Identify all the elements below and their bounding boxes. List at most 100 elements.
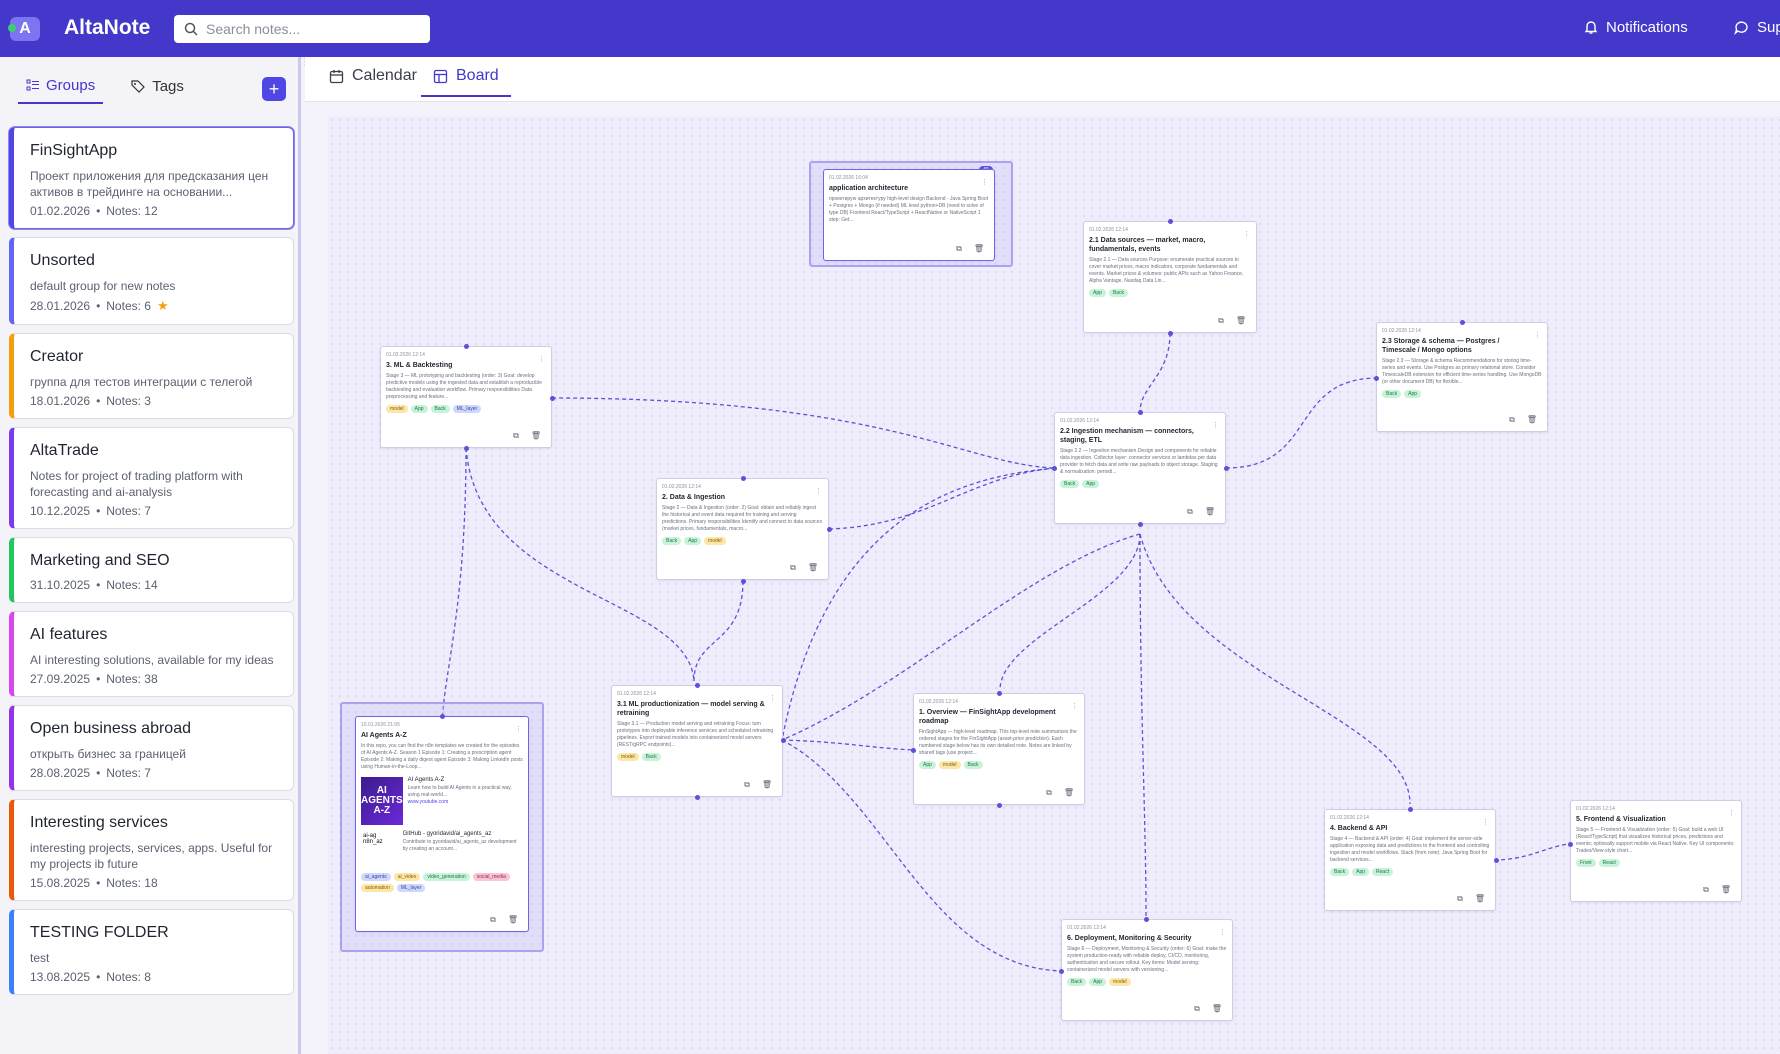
tag-badge[interactable]: ML_layer	[396, 884, 426, 892]
copy-icon[interactable]: ⧉	[790, 563, 796, 572]
drag-handle-icon[interactable]: ⋮	[1219, 929, 1226, 936]
copy-icon[interactable]: ⧉	[1457, 894, 1463, 903]
copy-icon[interactable]: ⧉	[956, 244, 962, 253]
connection-port[interactable]	[1144, 917, 1149, 922]
note-card-ingestion[interactable]: 01.02.2026 12:14 2.2 Ingestion mechanism…	[1054, 412, 1226, 524]
drag-handle-icon[interactable]: ⋮	[538, 356, 545, 363]
link-preview[interactable]: ai-ag n8n_az GitHub - gyoridavid/ai_agen…	[361, 831, 523, 869]
tag-badge[interactable]: automation	[361, 884, 394, 892]
connection-port[interactable]	[695, 795, 700, 800]
connection-port[interactable]	[464, 344, 469, 349]
connection-port[interactable]	[1059, 969, 1064, 974]
note-card-architecture[interactable]: 01.02.2026 16:04 application architectur…	[823, 169, 995, 261]
link-preview[interactable]: AI AGENTS A-Z AI Agents A-Z Learn how to…	[361, 777, 523, 825]
group-item-finsightapp[interactable]: FinSightApp Проект приложения для предск…	[9, 127, 294, 229]
note-card-overview[interactable]: 01.02.2026 12:14 1. Overview — FinSightA…	[913, 693, 1085, 805]
app-name[interactable]: AltaNote	[64, 16, 151, 39]
tag-badge[interactable]: App	[1089, 289, 1106, 297]
connection-port[interactable]	[464, 446, 469, 451]
group-item-ai-features[interactable]: AI features AI interesting solutions, av…	[9, 611, 294, 697]
tag-badge[interactable]: React	[1372, 868, 1394, 876]
copy-icon[interactable]: ⧉	[1509, 415, 1515, 424]
tag-badge[interactable]: Back	[430, 405, 450, 413]
tag-badge[interactable]: App	[684, 537, 702, 545]
note-card-backend-api[interactable]: 01.02.2026 12:14 4. Backend & API Stage …	[1324, 809, 1496, 911]
trash-icon[interactable]: 🗑	[1211, 1004, 1222, 1013]
connection-port[interactable]	[695, 683, 700, 688]
connection-port[interactable]	[1408, 807, 1413, 812]
app-logo[interactable]: A	[8, 17, 40, 41]
connection-port[interactable]	[1224, 466, 1229, 471]
drag-handle-icon[interactable]: ⋮	[769, 695, 776, 702]
tag-badge[interactable]: ai_agents	[361, 873, 391, 881]
copy-icon[interactable]: ⧉	[1194, 1004, 1200, 1013]
note-card-ai-agents[interactable]: 10.01.2026 21:05 AI Agents A-Z In this r…	[355, 716, 529, 932]
connection-port[interactable]	[1374, 376, 1379, 381]
copy-icon[interactable]: ⧉	[1703, 885, 1709, 894]
copy-icon[interactable]: ⧉	[490, 915, 496, 924]
note-card-data-sources[interactable]: 01.02.2026 12:14 2.1 Data sources — mark…	[1083, 221, 1257, 333]
search-box[interactable]	[174, 15, 430, 43]
group-item-interesting-services[interactable]: Interesting services interesting project…	[9, 799, 294, 901]
copy-icon[interactable]: ⧉	[744, 780, 750, 789]
tag-badge[interactable]: Back	[1382, 390, 1402, 398]
connection-port[interactable]	[741, 476, 746, 481]
tag-badge[interactable]: ai_video	[393, 873, 421, 881]
copy-icon[interactable]: ⧉	[513, 431, 519, 440]
group-item-unsorted[interactable]: Unsorted default group for new notes 28.…	[9, 237, 294, 325]
add-group-button[interactable]: +	[262, 77, 286, 101]
tag-badge[interactable]: Front	[1576, 859, 1596, 867]
tab-tags[interactable]: Tags	[123, 71, 192, 104]
group-item-altatrade[interactable]: AltaTrade Notes for project of trading p…	[9, 427, 294, 529]
connection-port[interactable]	[1460, 320, 1465, 325]
connection-port[interactable]	[781, 738, 786, 743]
board-canvas[interactable]: 40 01.02.2026 16:04 application architec…	[328, 116, 1780, 1054]
note-card-storage[interactable]: 01.02.2026 12:14 2.3 Storage & schema — …	[1376, 322, 1548, 432]
drag-handle-icon[interactable]: ⋮	[1212, 422, 1219, 429]
group-item-testing-folder[interactable]: TESTING FOLDER test 13.08.2025•Notes: 8	[9, 909, 294, 995]
connection-port[interactable]	[1494, 858, 1499, 863]
tag-badge[interactable]: App	[1082, 480, 1100, 488]
search-input[interactable]	[206, 21, 416, 37]
connection-port[interactable]	[1168, 331, 1173, 336]
tag-badge[interactable]: model	[386, 405, 408, 413]
connection-port[interactable]	[550, 396, 555, 401]
tag-badge[interactable]: ML_layer	[452, 405, 482, 413]
connection-port[interactable]	[1138, 410, 1143, 415]
tag-badge[interactable]: Back	[662, 537, 682, 545]
connection-port[interactable]	[741, 579, 746, 584]
group-item-open-business[interactable]: Open business abroad открыть бизнес за г…	[9, 705, 294, 791]
drag-handle-icon[interactable]: ⋮	[1534, 332, 1541, 339]
trash-icon[interactable]: 🗑	[507, 915, 518, 924]
tag-badge[interactable]: model	[938, 761, 961, 769]
note-card-ml-backtesting[interactable]: 01.02.2026 12:14 3. ML & Backtesting Sta…	[380, 346, 552, 448]
connection-port[interactable]	[827, 527, 832, 532]
drag-handle-icon[interactable]: ⋮	[515, 726, 522, 733]
connection-port[interactable]	[1168, 219, 1173, 224]
copy-icon[interactable]: ⧉	[1187, 507, 1193, 516]
trash-icon[interactable]: 🗑	[530, 431, 541, 440]
tag-badge[interactable]: App	[1089, 978, 1107, 986]
trash-icon[interactable]: 🗑	[1235, 316, 1246, 325]
tag-badge[interactable]: model	[704, 537, 726, 545]
tag-badge[interactable]: model	[1109, 978, 1131, 986]
drag-handle-icon[interactable]: ⋮	[1482, 819, 1489, 826]
drag-handle-icon[interactable]: ⋮	[1728, 810, 1735, 817]
drag-handle-icon[interactable]: ⋮	[981, 179, 988, 186]
trash-icon[interactable]: 🗑	[1063, 788, 1074, 797]
tab-calendar[interactable]: Calendar	[317, 67, 429, 95]
tab-board[interactable]: Board	[421, 67, 511, 97]
tag-badge[interactable]: App	[1352, 868, 1370, 876]
tag-badge[interactable]: Back	[641, 753, 661, 761]
connection-port[interactable]	[440, 714, 445, 719]
trash-icon[interactable]: 🗑	[1474, 894, 1485, 903]
connection-port[interactable]	[1568, 842, 1573, 847]
tag-badge[interactable]: App	[1404, 390, 1422, 398]
copy-icon[interactable]: ⧉	[1218, 316, 1224, 325]
trash-icon[interactable]: 🗑	[973, 244, 984, 253]
connection-port[interactable]	[911, 748, 916, 753]
copy-icon[interactable]: ⧉	[1046, 788, 1052, 797]
note-card-ml-productionization[interactable]: 01.02.2026 12:14 3.1 ML productionizatio…	[611, 685, 783, 797]
trash-icon[interactable]: 🗑	[1526, 415, 1537, 424]
drag-handle-icon[interactable]: ⋮	[815, 488, 822, 495]
